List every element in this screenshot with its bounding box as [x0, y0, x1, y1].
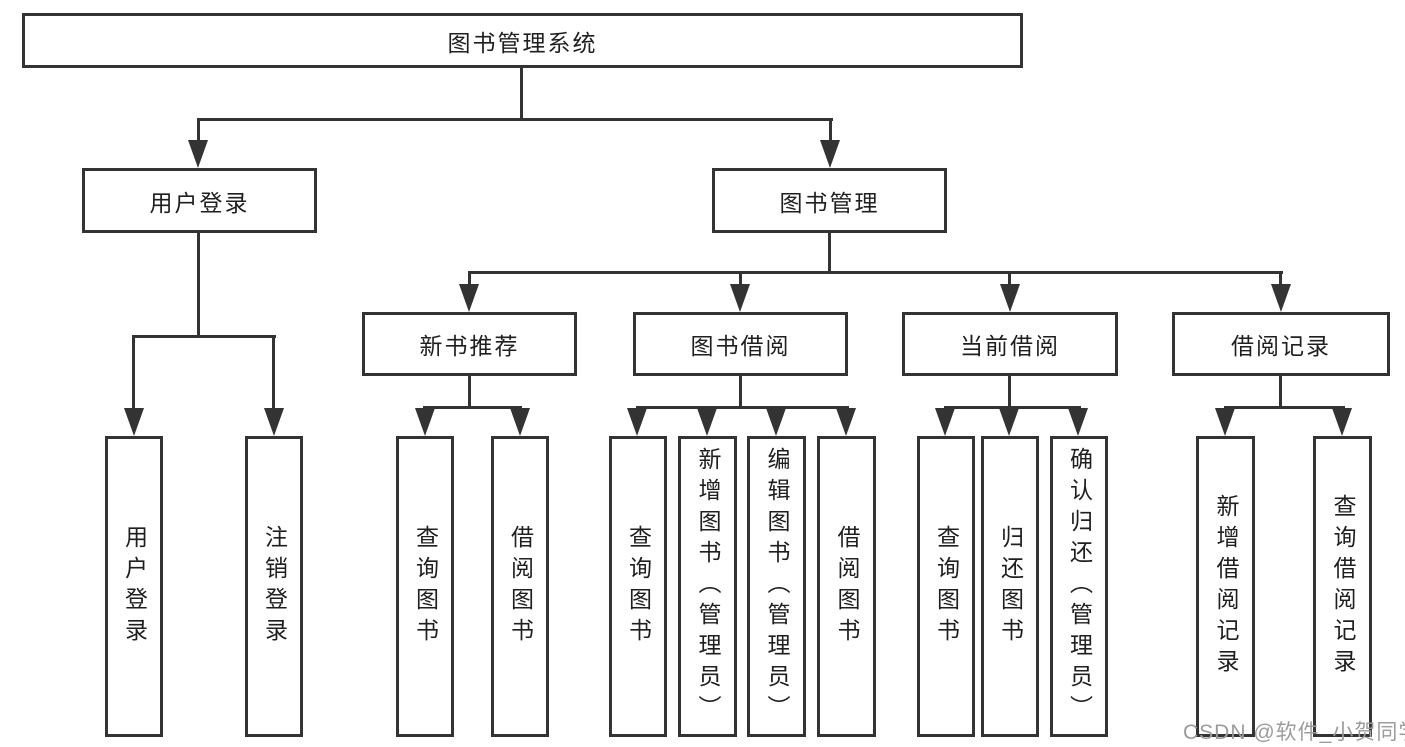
leaf-newbooks-query-books: 查询图书 — [396, 436, 454, 737]
connector-line — [423, 406, 522, 409]
leaf-edit-books-admin-label: 编辑图书（管理员） — [764, 447, 790, 726]
connector-line — [739, 376, 742, 409]
leaf-query-borrow-record-label: 查询借阅记录 — [1330, 493, 1356, 680]
leaf-confirm-return-admin-label: 确认归还（管理员） — [1066, 447, 1093, 726]
connector-line — [636, 406, 849, 409]
node-book-borrow-label: 图书借阅 — [690, 333, 791, 359]
connector-line — [1008, 376, 1011, 409]
node-user-login-label: 用户登录 — [149, 189, 250, 216]
arrow-down-icon — [188, 140, 208, 168]
connector-line — [197, 118, 833, 121]
connector-line — [132, 335, 276, 338]
arrow-down-icon — [836, 408, 856, 436]
node-book-management: 图书管理 — [712, 168, 947, 233]
connector-line — [468, 273, 471, 287]
arrow-down-icon — [1332, 408, 1352, 436]
leaf-add-borrow-record: 新增借阅记录 — [1196, 436, 1255, 737]
connector-line — [520, 68, 523, 121]
arrow-down-icon — [1215, 408, 1235, 436]
connector-line — [944, 406, 1081, 409]
connector-line — [828, 233, 831, 274]
arrow-down-icon — [999, 408, 1019, 436]
leaf-user-login-label: 用户登录 — [121, 524, 148, 649]
connector-line — [468, 376, 471, 409]
leaf-borrow-query-books-label: 查询图书 — [625, 524, 652, 649]
leaf-current-query-books-label: 查询图书 — [933, 524, 960, 649]
leaf-logout-label: 注销登录 — [261, 524, 288, 649]
node-new-book-recommend: 新书推荐 — [362, 312, 577, 376]
arrow-down-icon — [415, 408, 435, 436]
leaf-query-borrow-record: 查询借阅记录 — [1313, 436, 1372, 737]
connector-line — [1008, 273, 1011, 287]
leaf-add-borrow-record-label: 新增借阅记录 — [1213, 493, 1239, 680]
connector-line — [468, 271, 1283, 274]
arrow-down-icon — [627, 408, 647, 436]
arrow-down-icon — [730, 284, 750, 312]
connector-line — [1279, 273, 1282, 287]
leaf-return-books: 归还图书 — [981, 436, 1039, 737]
connector-line — [739, 273, 742, 287]
leaf-edit-books-admin: 编辑图书（管理员） — [747, 436, 806, 737]
node-current-borrow-label: 当前借阅 — [960, 333, 1060, 359]
leaf-borrow-borrow-books-label: 借阅图书 — [834, 524, 860, 649]
leaf-borrow-query-books: 查询图书 — [609, 436, 667, 737]
leaf-newbooks-query-books-label: 查询图书 — [412, 524, 439, 649]
arrow-down-icon — [935, 408, 955, 436]
arrow-down-icon — [1271, 284, 1291, 312]
leaf-confirm-return-admin: 确认归还（管理员） — [1050, 436, 1108, 737]
connector-line — [1279, 376, 1282, 409]
leaf-current-query-books: 查询图书 — [917, 436, 975, 737]
connector-line — [829, 120, 832, 145]
connector-line — [272, 337, 275, 412]
csdn-watermark: CSDN @软件_小贺同学 — [1183, 721, 1405, 744]
arrow-down-icon — [510, 408, 530, 436]
node-user-login: 用户登录 — [82, 168, 317, 233]
leaf-newbooks-borrow-books-label: 借阅图书 — [507, 524, 534, 649]
leaf-logout: 注销登录 — [245, 436, 303, 737]
arrow-down-icon — [766, 408, 786, 436]
leaf-user-login: 用户登录 — [105, 436, 163, 737]
node-root: 图书管理系统 — [22, 13, 1023, 68]
leaf-add-books-admin-label: 新增图书（管理员） — [695, 447, 721, 726]
arrow-down-icon — [820, 140, 840, 168]
node-book-management-label: 图书管理 — [779, 189, 880, 216]
arrow-down-icon — [1068, 408, 1088, 436]
node-current-borrow: 当前借阅 — [902, 312, 1118, 376]
node-root-label: 图书管理系统 — [447, 29, 598, 56]
arrow-down-icon — [697, 408, 717, 436]
node-book-borrow: 图书借阅 — [633, 312, 848, 376]
arrow-down-icon — [1000, 284, 1020, 312]
node-borrow-records: 借阅记录 — [1172, 312, 1390, 376]
leaf-return-books-label: 归还图书 — [997, 524, 1024, 649]
leaf-newbooks-borrow-books: 借阅图书 — [491, 436, 549, 737]
connector-line — [197, 233, 200, 338]
arrow-down-icon — [459, 284, 479, 312]
leaf-add-books-admin: 新增图书（管理员） — [678, 436, 737, 737]
connector-line — [132, 337, 135, 412]
connector-line — [197, 120, 200, 145]
node-new-book-recommend-label: 新书推荐 — [419, 333, 520, 359]
node-borrow-records-label: 借阅记录 — [1231, 333, 1331, 359]
arrow-down-icon — [264, 408, 284, 436]
arrow-down-icon — [124, 408, 144, 436]
connector-line — [1224, 406, 1345, 409]
leaf-borrow-borrow-books: 借阅图书 — [817, 436, 876, 737]
